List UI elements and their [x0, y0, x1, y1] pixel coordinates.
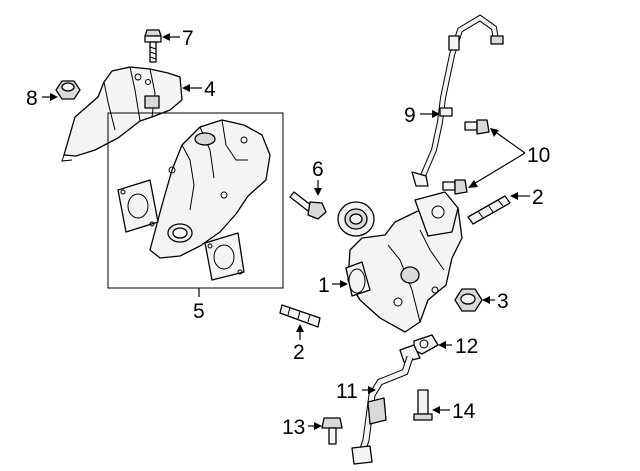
- turbocharger-part: [337, 191, 463, 333]
- exhaust-manifold-part: [149, 119, 271, 259]
- stud-2-lower-part: [279, 304, 321, 328]
- callout-1: 1: [318, 274, 330, 297]
- manifold-gasket-left: [117, 179, 159, 233]
- bolt-6-part: [289, 191, 327, 220]
- callout-7: 7: [182, 27, 194, 50]
- callout-13: 13: [282, 416, 305, 439]
- callout-14: 14: [452, 400, 476, 423]
- stud-2-upper-part: [467, 195, 511, 225]
- callout-9: 9: [404, 104, 416, 127]
- callout-2-upper: 2: [532, 186, 544, 209]
- bolt-7-part: [144, 29, 162, 63]
- manifold-gasket-right: [204, 232, 245, 281]
- callout-3: 3: [497, 290, 509, 313]
- nut-8-part: [55, 80, 81, 100]
- oil-return-tube-part: [351, 344, 421, 465]
- callout-11: 11: [336, 380, 358, 403]
- callout-8: 8: [26, 87, 38, 110]
- stud-14-part: [413, 389, 433, 421]
- callout-2-lower: 2: [293, 341, 305, 364]
- banjo-bolt-lower-part: [442, 179, 468, 195]
- callout-4: 4: [204, 78, 216, 101]
- manifold-group-box: [107, 112, 284, 289]
- callout-12: 12: [455, 335, 478, 358]
- callout-6: 6: [312, 158, 324, 181]
- callout-10: 10: [527, 144, 550, 167]
- bolt-13-part: [321, 417, 343, 445]
- nut-3-part: [454, 288, 483, 312]
- callout-5: 5: [193, 300, 205, 323]
- oil-feed-line-part: [411, 14, 504, 187]
- leader-lines: [42, 33, 530, 430]
- heat-shield-part: [61, 66, 183, 162]
- banjo-bolt-upper-part: [464, 119, 490, 135]
- gasket-12-part: [413, 334, 439, 355]
